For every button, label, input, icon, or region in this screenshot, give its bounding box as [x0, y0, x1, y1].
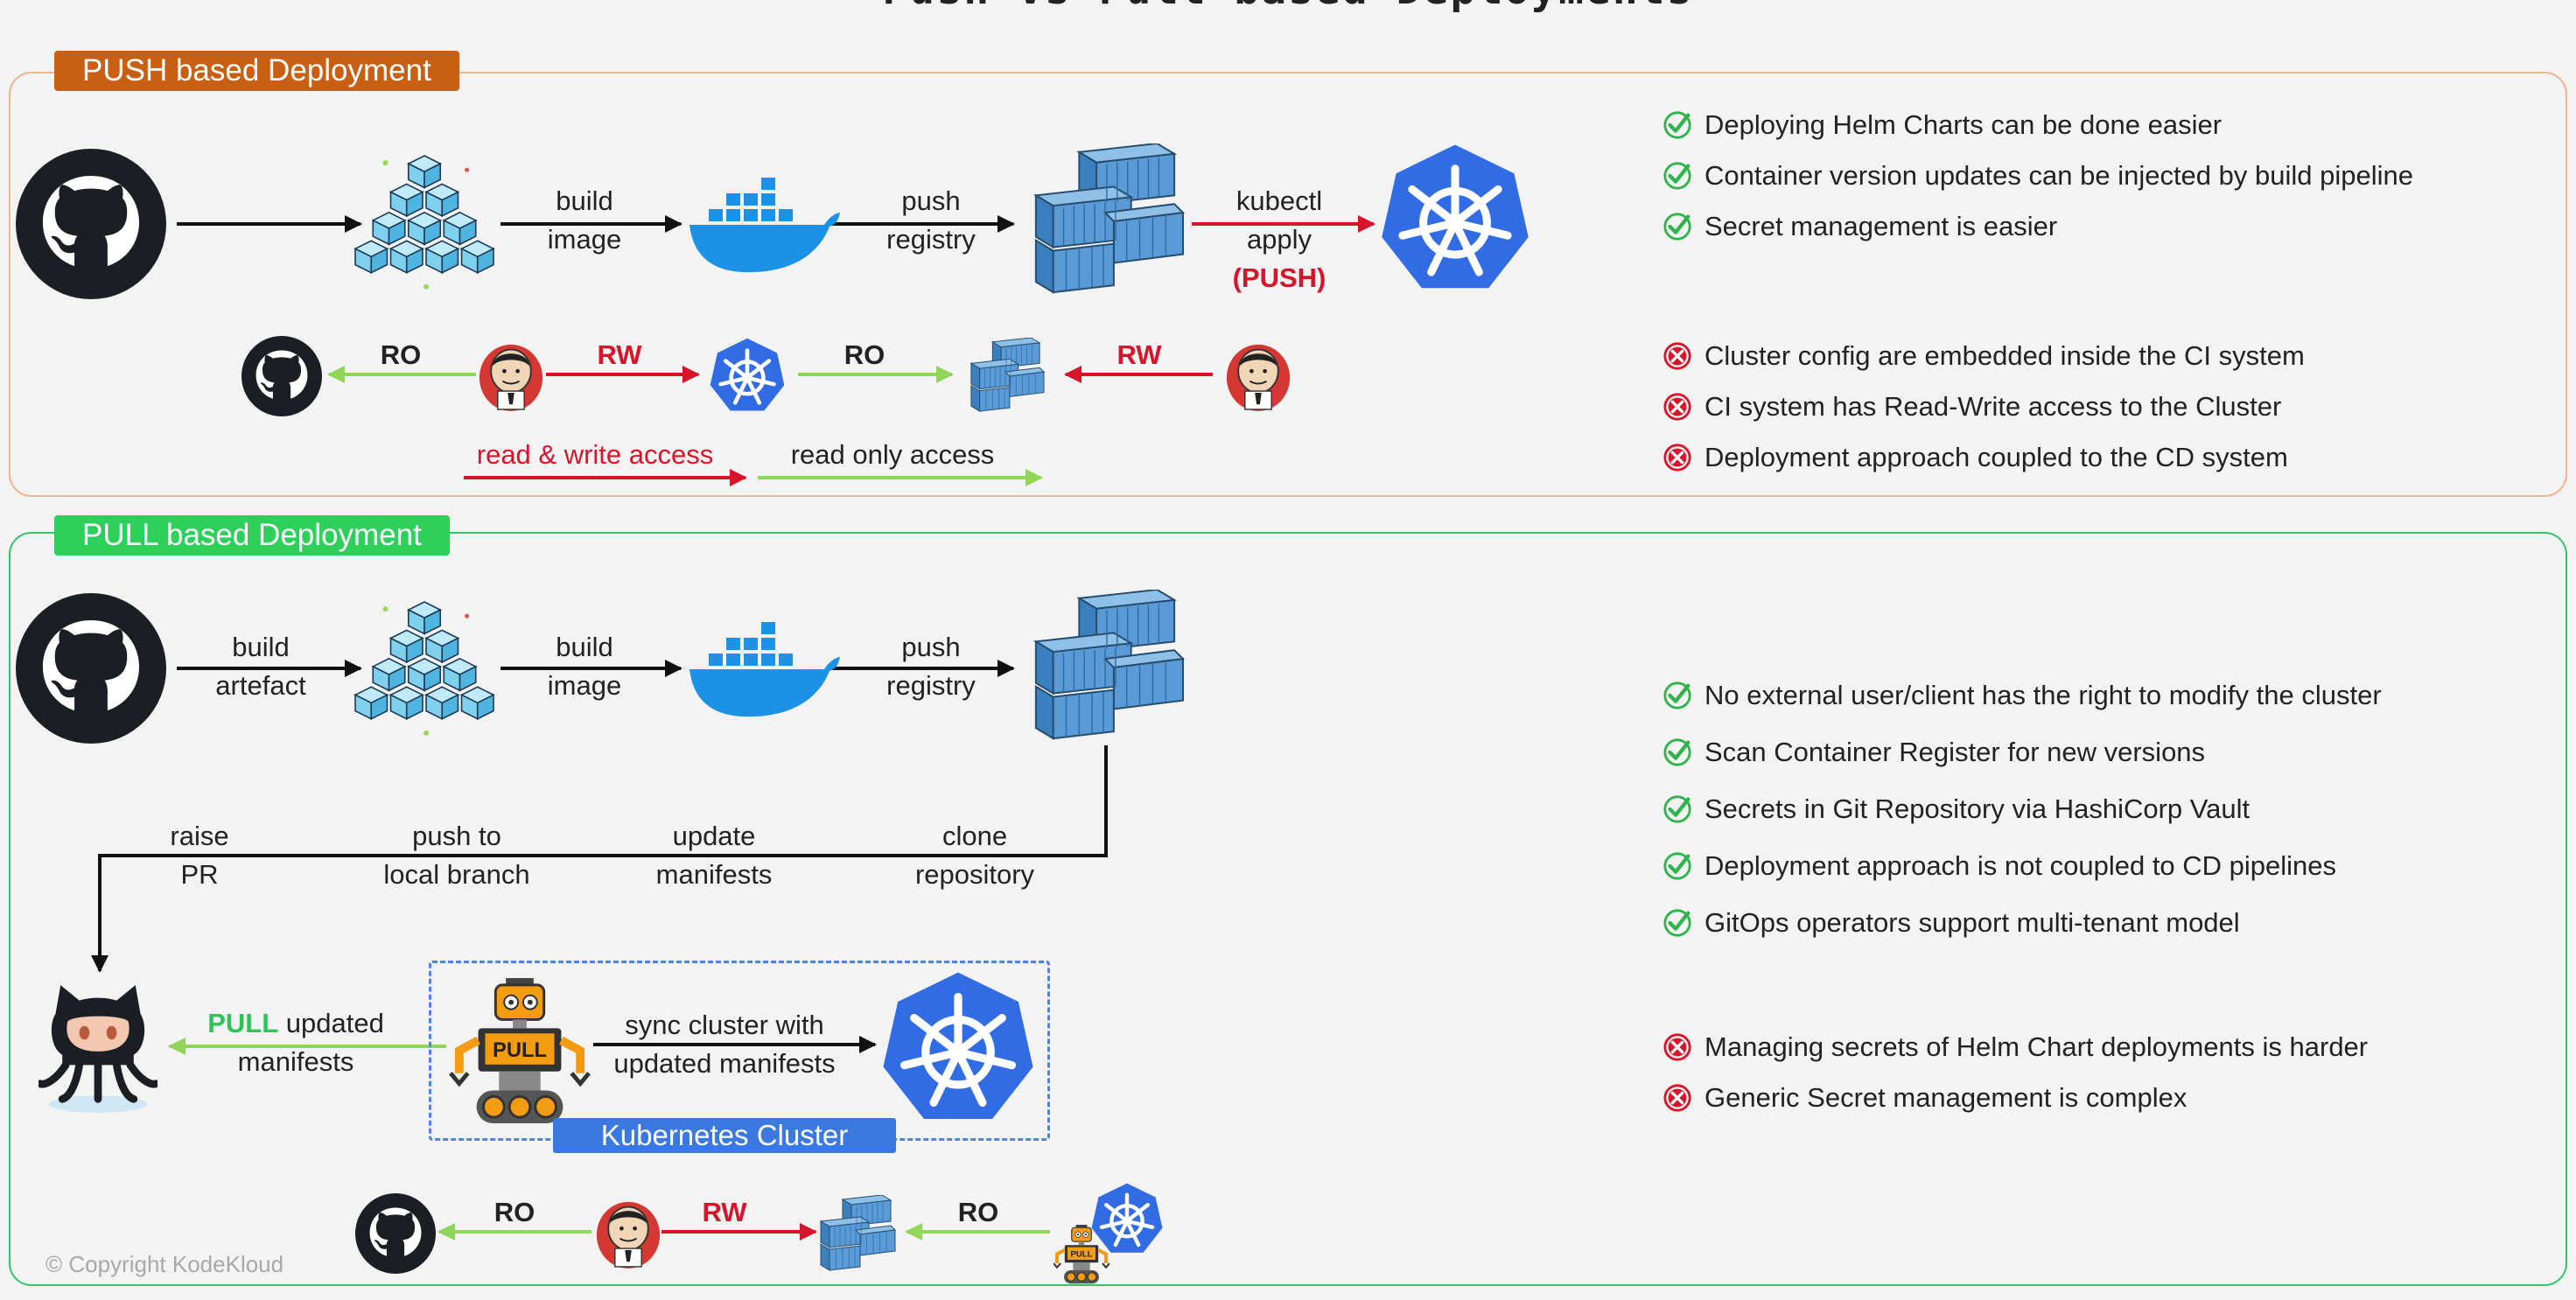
build-artefact-label-1: build [232, 632, 290, 662]
push-registry-label-2: registry [886, 224, 976, 255]
cross-icon [1662, 1083, 1692, 1113]
ro-label: RO [380, 339, 422, 370]
build-image-label-2: image [547, 224, 622, 255]
registry-icon [1026, 590, 1185, 745]
robot-icon [1054, 1225, 1110, 1284]
kubernetes-cluster-label: Kubernetes Cluster [553, 1118, 896, 1153]
list-item: Secrets in Git Repository via HashiCorp … [1662, 780, 2382, 837]
list-item: Generic Secret management is complex [1662, 1073, 2368, 1123]
pull-word: PULL [207, 1008, 279, 1038]
clone-repo-label-2: repository [914, 859, 1035, 890]
push-local-label-1: push to [412, 821, 501, 851]
legend-rw-label: read & write access [476, 439, 714, 470]
push-registry-label-2: registry [886, 670, 976, 701]
list-item: No external user/client has the right to… [1662, 667, 2382, 723]
list-item: Cluster config are embedded inside the C… [1662, 331, 2305, 381]
push-local-label-2: local branch [383, 859, 530, 890]
check-icon [1662, 794, 1692, 824]
docker-icon [684, 611, 842, 724]
cubes-icon [354, 598, 495, 744]
raise-pr-label-2: PR [180, 859, 219, 890]
jenkins-icon [595, 1195, 662, 1270]
check-icon [1662, 737, 1692, 767]
pull-manifests-label-2: manifests [237, 1046, 354, 1077]
list-item: CI system has Read-Write access to the C… [1662, 381, 2305, 432]
list-item: Deployment approach is not coupled to CD… [1662, 837, 2382, 894]
push-section-tag: PUSH based Deployment [54, 51, 459, 91]
kubectl-push-label: (PUSH) [1232, 262, 1326, 293]
kubernetes-icon [877, 968, 1040, 1130]
rw-label: RW [702, 1197, 747, 1227]
rw-label: RW [1116, 339, 1162, 370]
list-item: Secret management is easier [1662, 201, 2413, 252]
pull-manifests-label: PULL updated [207, 1008, 384, 1038]
ro-label: RO [844, 339, 886, 370]
registry-icon [816, 1195, 896, 1274]
clone-repo-label-1: clone [942, 821, 1008, 851]
list-item: Deployment approach coupled to the CD sy… [1662, 432, 2305, 483]
check-icon [1662, 851, 1692, 881]
build-image-label-2: image [547, 670, 622, 701]
kubectl-label-1: kubectl [1236, 185, 1323, 216]
list-item: Scan Container Register for new versions [1662, 723, 2382, 780]
push-registry-label-1: push [901, 185, 961, 216]
robot-icon [448, 978, 592, 1125]
list-item: Container version updates can be injecte… [1662, 150, 2413, 201]
build-image-label-1: build [556, 185, 613, 216]
github-icon [16, 593, 166, 744]
check-icon [1662, 908, 1692, 938]
page-title: Push vs Pull based Deployments [0, 0, 2576, 14]
list-item: Deploying Helm Charts can be done easier [1662, 100, 2413, 150]
push-section [9, 72, 2567, 497]
rw-label: RW [597, 339, 642, 370]
sync-label-1: sync cluster with [625, 1010, 824, 1040]
list-item: GitOps operators support multi-tenant mo… [1662, 894, 2382, 951]
ro-label: RO [494, 1197, 536, 1227]
kubectl-label-2: apply [1246, 224, 1312, 255]
update-manifests-label-1: update [672, 821, 756, 851]
list-item: Managing secrets of Helm Chart deploymen… [1662, 1022, 2368, 1073]
raise-pr-label-1: raise [170, 821, 229, 851]
push-registry-label-1: push [901, 632, 961, 662]
pull-pros-list: No external user/client has the right to… [1662, 667, 2382, 951]
sync-label-2: updated manifests [613, 1048, 836, 1079]
ro-label: RO [957, 1197, 999, 1227]
copyright-text: © Copyright KodeKloud [46, 1251, 284, 1277]
cross-icon [1662, 1032, 1692, 1062]
octocat-icon [38, 973, 158, 1123]
build-artefact-label-2: artefact [215, 670, 306, 701]
build-image-label-1: build [556, 632, 613, 662]
push-pros-list: Deploying Helm Charts can be done easier… [1662, 100, 2413, 252]
push-cons-list: Cluster config are embedded inside the C… [1662, 331, 2305, 483]
update-manifests-label-2: manifests [655, 859, 773, 890]
pull-section [9, 532, 2567, 1286]
check-icon [1662, 681, 1692, 710]
legend-ro-label: read only access [790, 439, 995, 470]
pull-section-tag: PULL based Deployment [54, 515, 450, 556]
github-icon [355, 1193, 436, 1274]
pull-cons-list: Managing secrets of Helm Chart deploymen… [1662, 1022, 2368, 1123]
